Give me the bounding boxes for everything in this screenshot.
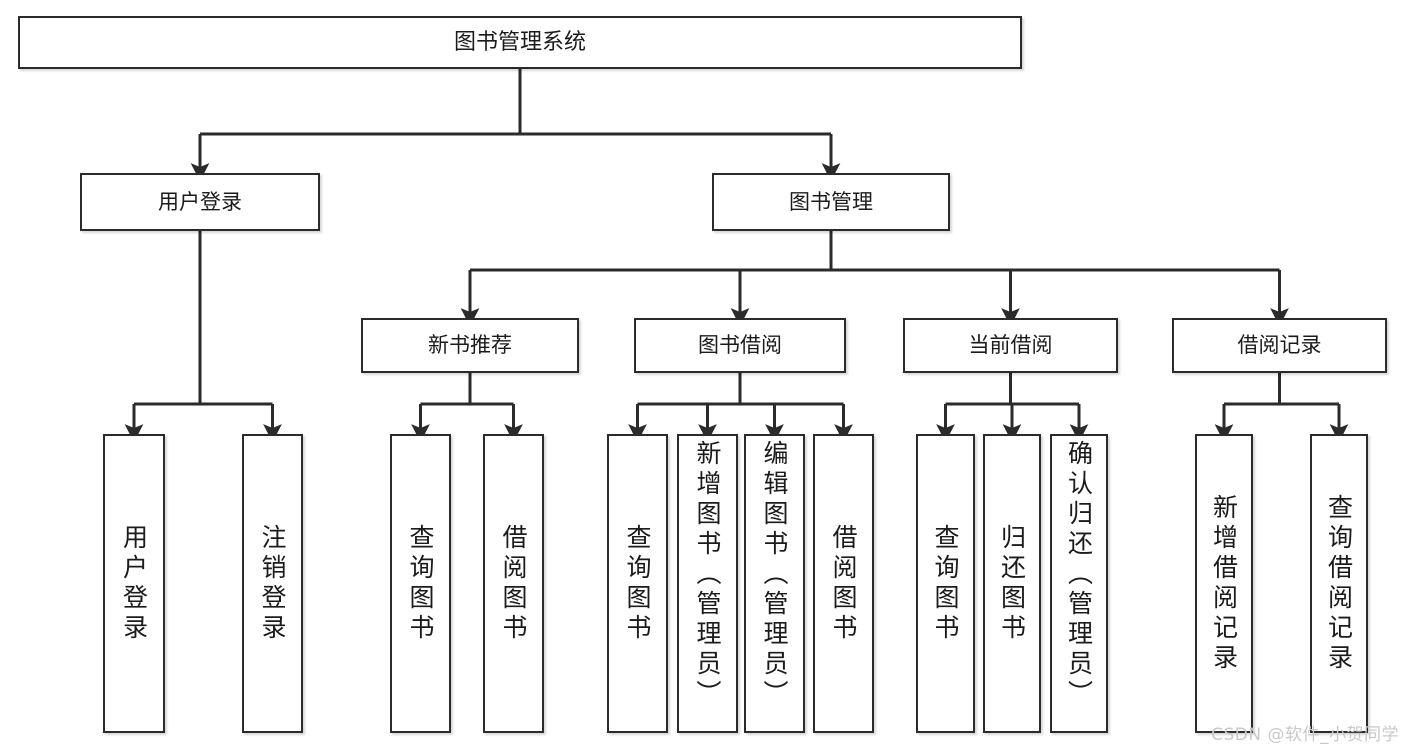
node-label: 用户登录 xyxy=(158,189,242,214)
node-leaf-user-login[interactable]: 用户登录 xyxy=(103,434,165,733)
node-label: 新增借阅记录 xyxy=(1209,493,1239,674)
node-root[interactable]: 图书管理系统 xyxy=(18,16,1022,69)
node-label: 查询借阅记录 xyxy=(1324,493,1354,674)
node-label: 查询图书 xyxy=(623,523,652,644)
watermark: CSDN @软件_小贺同学 xyxy=(1211,725,1399,745)
node-borrow-record[interactable]: 借阅记录 xyxy=(1172,318,1387,373)
node-leaf-borrow-book-2[interactable]: 借阅图书 xyxy=(813,434,874,733)
node-label: 注销登录 xyxy=(258,523,287,644)
node-label: 借阅图书 xyxy=(829,523,858,644)
node-label: 查询图书 xyxy=(931,523,960,644)
node-leaf-query-book-2[interactable]: 查询图书 xyxy=(607,434,668,733)
node-label: 借阅图书 xyxy=(499,523,528,644)
node-label: 图书管理 xyxy=(789,189,873,214)
node-leaf-query-book-3[interactable]: 查询图书 xyxy=(916,434,975,733)
node-label: 查询图书 xyxy=(406,523,435,644)
node-book-manage[interactable]: 图书管理 xyxy=(712,173,950,231)
node-label: 编辑图书（管理员） xyxy=(760,440,789,710)
node-label: 新书推荐 xyxy=(428,333,512,357)
node-leaf-confirm-return[interactable]: 确认归还（管理员） xyxy=(1050,434,1108,733)
node-leaf-query-record[interactable]: 查询借阅记录 xyxy=(1310,434,1368,733)
node-user-login[interactable]: 用户登录 xyxy=(80,173,320,231)
node-leaf-add-book[interactable]: 新增图书（管理员） xyxy=(677,434,738,733)
node-current-borrow[interactable]: 当前借阅 xyxy=(903,318,1118,373)
node-label: 新增图书（管理员） xyxy=(693,440,722,710)
node-new-book-rec[interactable]: 新书推荐 xyxy=(361,318,579,373)
node-leaf-user-logout[interactable]: 注销登录 xyxy=(242,434,303,733)
node-leaf-add-record[interactable]: 新增借阅记录 xyxy=(1195,434,1253,733)
node-leaf-borrow-book-1[interactable]: 借阅图书 xyxy=(483,434,544,733)
node-leaf-return-book[interactable]: 归还图书 xyxy=(983,434,1041,733)
node-leaf-edit-book[interactable]: 编辑图书（管理员） xyxy=(744,434,805,733)
node-book-borrow[interactable]: 图书借阅 xyxy=(634,318,846,373)
node-label: 归还图书 xyxy=(997,523,1027,644)
node-label: 图书管理系统 xyxy=(453,29,586,55)
node-label: 借阅记录 xyxy=(1237,333,1322,357)
node-label: 图书借阅 xyxy=(698,333,782,357)
node-label: 当前借阅 xyxy=(968,333,1053,357)
node-label: 用户登录 xyxy=(119,523,149,644)
node-label: 确认归还（管理员） xyxy=(1064,440,1094,710)
node-leaf-query-book-1[interactable]: 查询图书 xyxy=(390,434,451,733)
